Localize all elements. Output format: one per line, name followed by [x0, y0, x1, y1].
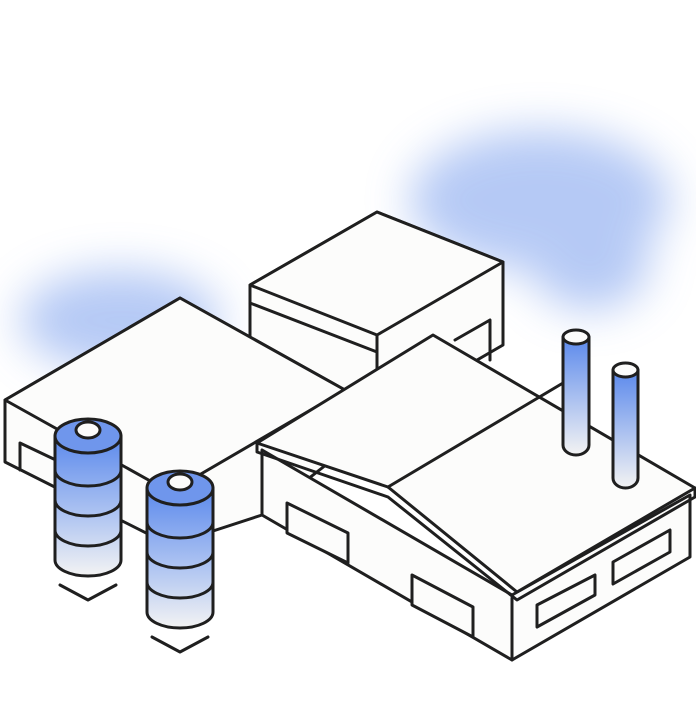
window — [410, 573, 475, 639]
window — [285, 501, 350, 565]
storage-tank-2 — [145, 469, 215, 654]
tank-base-marker — [58, 583, 118, 602]
tank-base-marker — [150, 635, 210, 654]
window — [611, 528, 672, 586]
chimney-1 — [561, 328, 591, 457]
storage-tank-1 — [53, 417, 123, 602]
main-factory — [255, 333, 696, 662]
smoke-cloud-right-lower — [530, 210, 650, 310]
chimney-2 — [611, 361, 640, 490]
window — [535, 573, 597, 629]
